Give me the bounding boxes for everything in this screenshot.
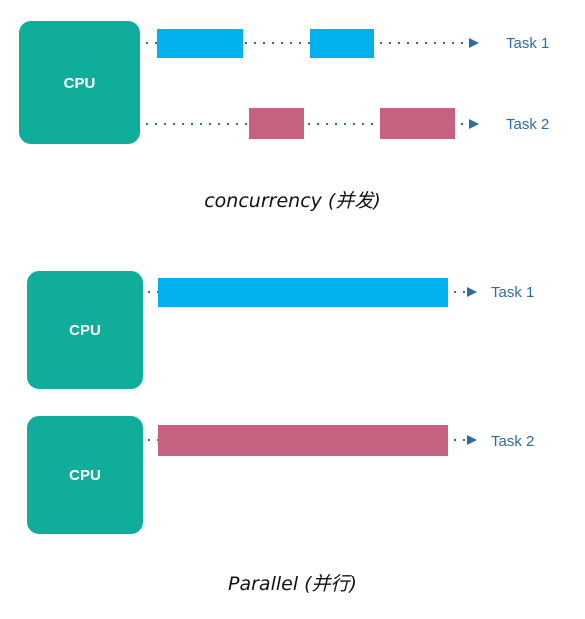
- cpu-box-2: [27, 416, 143, 534]
- concurrency-caption: concurrency (并发): [204, 190, 381, 212]
- task2-slice-1: [249, 108, 304, 139]
- parallel-task1-label: Task 1: [491, 284, 534, 301]
- task2-label: Task 2: [506, 116, 549, 133]
- parallel-task1-bar: [158, 278, 448, 307]
- task2-slice-2: [380, 108, 455, 139]
- parallel-task2-label: Task 2: [491, 433, 534, 450]
- parallel-section: CPU Task 1 CPU Task 2: [27, 271, 534, 534]
- cpu-box: [19, 21, 140, 144]
- cpu-box-1: [27, 271, 143, 389]
- task1-slice-1: [157, 29, 243, 58]
- cpu-label-2: CPU: [69, 467, 101, 484]
- parallel-task2-bar: [158, 425, 448, 456]
- task1-slice-2: [310, 29, 374, 58]
- parallel-caption: Parallel (并行): [228, 573, 357, 595]
- task1-label: Task 1: [506, 35, 549, 52]
- cpu-label: CPU: [64, 75, 96, 92]
- cpu-label-1: CPU: [69, 322, 101, 339]
- concurrency-section: CPU Task 1 Task 2: [19, 21, 549, 144]
